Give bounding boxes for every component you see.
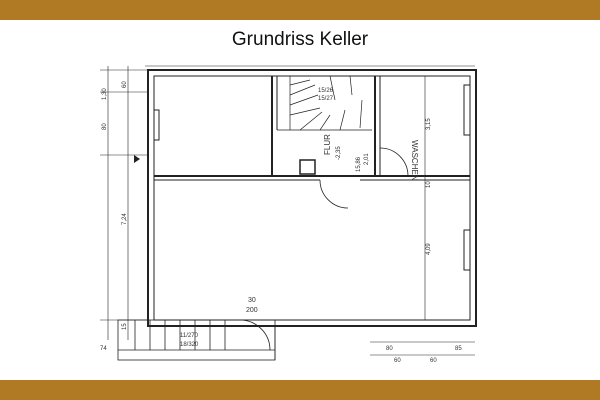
inner-wall-line — [153, 75, 471, 321]
dim-interior-6: 200 — [246, 307, 258, 314]
door-hall — [319, 179, 349, 209]
room-note-flur: -2,35 — [336, 146, 342, 160]
dimension-lines — [100, 65, 475, 356]
dim-left-2: 60 — [122, 81, 128, 88]
door-laundry — [379, 147, 409, 177]
room-label-flur: FLUR — [323, 134, 332, 155]
dim-left-4: 7,24 — [122, 213, 128, 225]
section-marker-icon — [134, 155, 140, 163]
dim-interior-1: 4,09 — [426, 243, 432, 255]
dim-left-5: 15 — [122, 323, 128, 330]
dim-bottom-2: 60 — [394, 358, 401, 364]
dim-left-1: 1,30 — [102, 88, 108, 100]
dim-interior-2: 10 — [426, 181, 432, 188]
interior-stairs — [277, 75, 372, 131]
dim-interior-3: 15,86 — [356, 156, 362, 172]
top-frame-bar — [0, 0, 600, 20]
window-laundry — [463, 84, 471, 136]
dim-bottom-4: 85 — [455, 346, 462, 352]
window-right — [463, 229, 471, 271]
dim-bottom-1: 80 — [386, 346, 393, 352]
outer-wall — [147, 69, 477, 327]
window-left — [153, 109, 160, 141]
chimney — [299, 159, 316, 175]
dim-interior-5: 30 — [248, 297, 256, 304]
dim-interior-4: 2,01 — [364, 153, 370, 165]
dim-waschen: 3,15 — [426, 118, 432, 130]
outside-stair-label-2: 18/320 — [180, 342, 199, 348]
bottom-frame-bar — [0, 380, 600, 400]
dim-left-3: 80 — [102, 123, 108, 130]
door-exit — [239, 319, 271, 351]
dim-bottom-3: 60 — [430, 358, 437, 364]
outside-stair-label-1: 11/270 — [180, 333, 199, 339]
outside-stairs — [117, 319, 276, 361]
room-label-waschen: WASCHEN — [410, 140, 419, 181]
page-title: Grundriss Keller — [231, 29, 369, 50]
stair-label-1: 15/26 — [318, 88, 334, 94]
dim-left-6: 74 — [100, 346, 107, 352]
stair-label-2: 15/27 — [318, 96, 334, 102]
